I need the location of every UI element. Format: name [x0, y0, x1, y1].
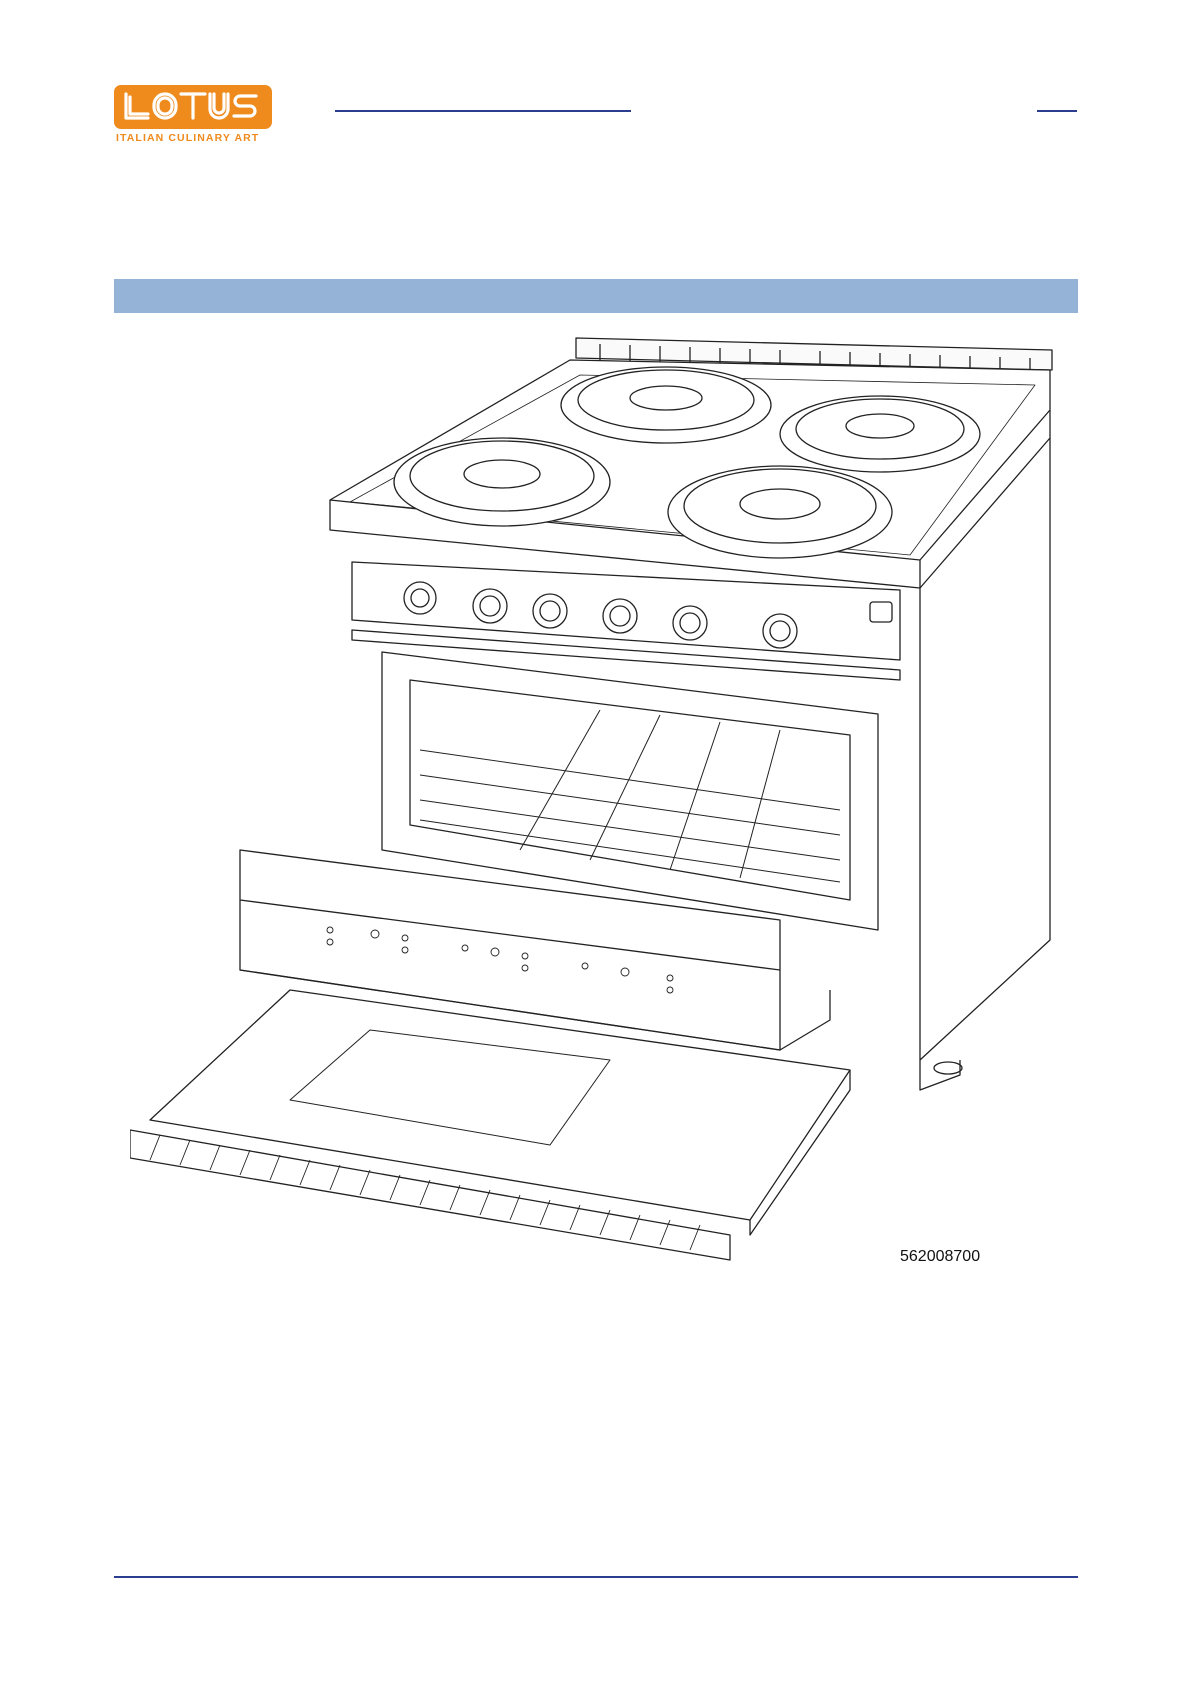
- hotplate-rear-left: [561, 367, 771, 443]
- section-heading-bar: [114, 279, 1078, 313]
- control-panel: [352, 562, 900, 660]
- range-illustration: [130, 330, 1060, 1390]
- hotplate-front-right: [668, 466, 892, 558]
- hotplate-front-left: [394, 438, 610, 526]
- header-rule-right: [1037, 110, 1077, 112]
- header-rule-left: [335, 110, 631, 112]
- lotus-logo: ITALIAN CULINARY ART: [114, 85, 272, 145]
- hotplate-rear-right: [780, 396, 980, 472]
- logo-wordmark: [114, 85, 272, 129]
- footer-rule: [114, 1576, 1078, 1578]
- oven-door-panel: [150, 990, 850, 1220]
- logo-tagline: ITALIAN CULINARY ART: [116, 132, 272, 144]
- part-number-label: 562008700: [900, 1248, 980, 1266]
